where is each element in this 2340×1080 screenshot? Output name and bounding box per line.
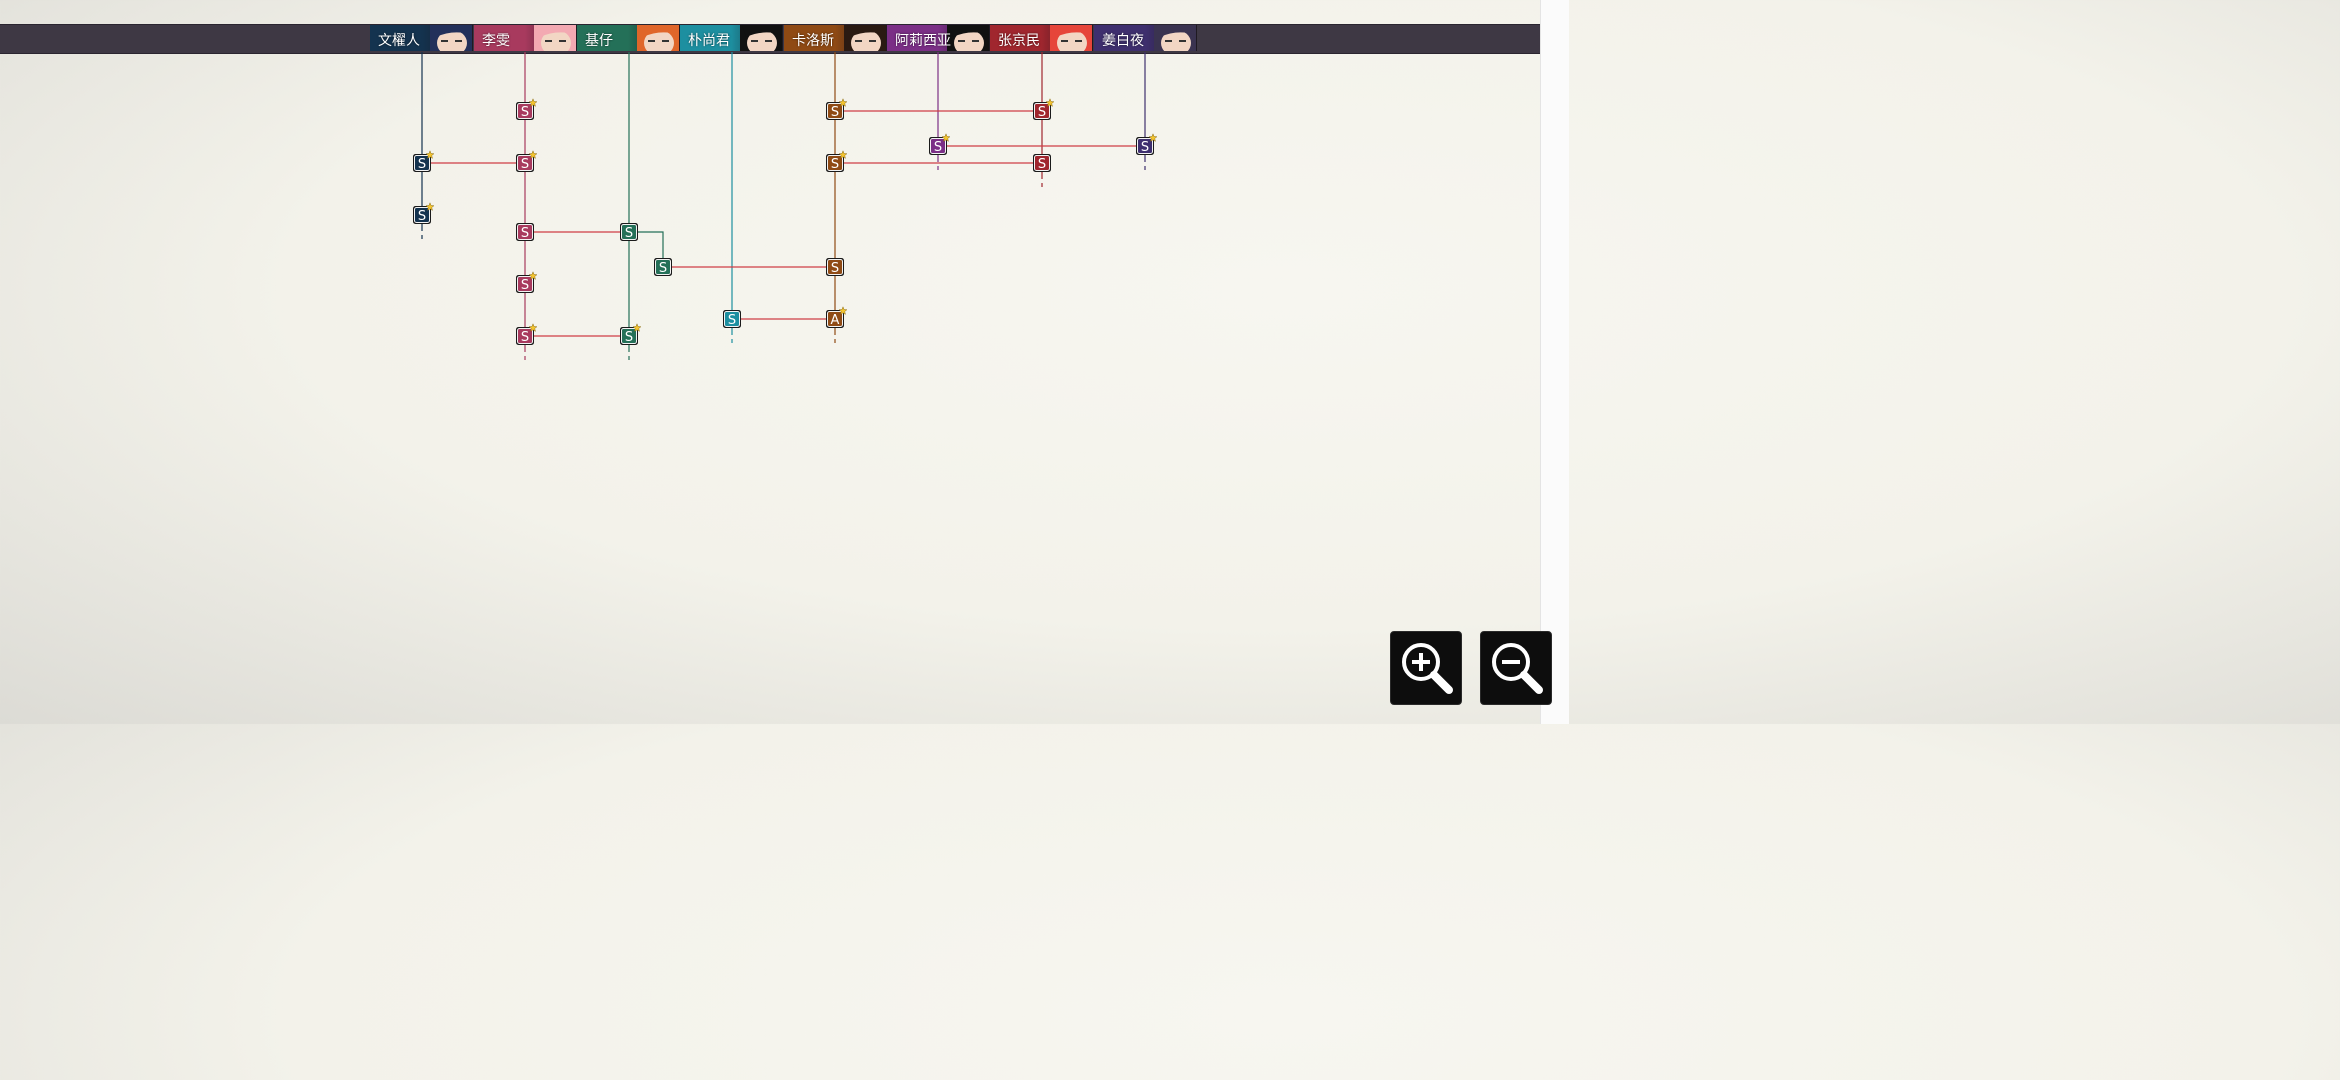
character-portrait <box>740 25 782 51</box>
star-icon <box>941 133 951 142</box>
support-node[interactable]: S <box>516 223 534 241</box>
support-node[interactable]: A <box>826 306 848 328</box>
star-icon <box>632 323 642 332</box>
character-portrait <box>1050 25 1092 51</box>
zoom-out-icon <box>1492 643 1543 694</box>
star-icon <box>425 202 435 211</box>
support-rank-label: S <box>521 157 529 172</box>
star-icon <box>838 98 848 107</box>
support-rank-label: A <box>831 313 840 328</box>
character-timelines <box>421 52 1146 362</box>
character-name: 阿莉西亚 <box>895 33 951 49</box>
support-rank-label: S <box>625 330 633 345</box>
character-portrait <box>430 25 472 51</box>
right-edge-panel <box>1540 0 1569 724</box>
zoom-in-icon <box>1402 643 1453 694</box>
character-name: 姜白夜 <box>1102 33 1144 49</box>
star-icon <box>425 150 435 159</box>
support-nodes: S S S S S S S S S S S S S S A S S S S <box>413 98 1158 345</box>
character-name: 文櫂人 <box>378 33 420 49</box>
character-tab[interactable]: 卡洛斯 <box>784 25 887 51</box>
support-rank-label: S <box>521 105 529 120</box>
support-bond-lines <box>422 110 1145 337</box>
support-rank-label: S <box>728 313 736 328</box>
support-node[interactable]: S <box>413 202 435 224</box>
character-portrait <box>947 25 989 51</box>
support-rank-label: S <box>1038 105 1046 120</box>
support-rank-label: S <box>521 278 529 293</box>
support-node[interactable]: S <box>929 133 951 155</box>
support-rank-label: S <box>1038 157 1046 172</box>
support-node[interactable]: S <box>1033 154 1051 172</box>
support-node[interactable]: S <box>413 150 435 172</box>
support-node[interactable]: S <box>620 323 642 345</box>
support-rank-label: S <box>659 261 667 276</box>
star-icon <box>1148 133 1158 142</box>
support-node[interactable]: S <box>516 150 538 172</box>
support-rank-label: S <box>418 209 426 224</box>
support-rank-label: S <box>831 261 839 276</box>
support-node[interactable]: S <box>826 150 848 172</box>
support-map: S S S S S S S S S S S S S S A S S S S <box>413 52 1158 362</box>
character-name: 李雯 <box>482 33 510 49</box>
star-icon <box>838 150 848 159</box>
star-icon <box>1045 98 1055 107</box>
character-portrait <box>637 25 679 51</box>
character-tab[interactable]: 李雯 <box>474 25 577 51</box>
support-rank-label: S <box>1141 140 1149 155</box>
support-node[interactable]: S <box>1136 133 1158 155</box>
star-icon <box>528 150 538 159</box>
character-tab[interactable]: 基仔 <box>577 25 680 51</box>
support-rank-label: S <box>934 140 942 155</box>
support-rank-label: S <box>521 226 529 241</box>
support-node[interactable]: S <box>516 98 538 120</box>
star-icon <box>838 306 848 315</box>
character-name: 卡洛斯 <box>792 33 834 49</box>
timeline-branch <box>629 231 664 267</box>
support-node[interactable]: S <box>516 323 538 345</box>
star-icon <box>528 98 538 107</box>
character-portrait <box>1154 25 1196 51</box>
character-portrait <box>534 25 576 51</box>
zoom-out-button[interactable] <box>1480 631 1552 705</box>
support-node[interactable]: S <box>620 223 638 241</box>
character-tab[interactable]: 阿莉西亚 <box>887 25 990 51</box>
character-portrait <box>844 25 886 51</box>
support-node[interactable]: S <box>826 98 848 120</box>
character-tab[interactable]: 张京民 <box>990 25 1093 51</box>
character-name: 基仔 <box>585 33 613 49</box>
zoom-in-button[interactable] <box>1390 631 1462 705</box>
star-icon <box>528 323 538 332</box>
support-node[interactable]: S <box>723 310 741 328</box>
support-node[interactable]: S <box>516 271 538 293</box>
character-tab[interactable]: 文櫂人 <box>370 25 473 51</box>
character-name: 张京民 <box>998 33 1040 49</box>
support-rank-label: S <box>521 330 529 345</box>
character-name: 朴尚君 <box>688 33 730 49</box>
character-tab[interactable]: 姜白夜 <box>1094 25 1197 51</box>
support-rank-label: S <box>831 157 839 172</box>
support-rank-label: S <box>831 105 839 120</box>
support-rank-label: S <box>418 157 426 172</box>
support-node[interactable]: S <box>654 258 672 276</box>
support-node[interactable]: S <box>1033 98 1055 120</box>
support-rank-label: S <box>625 226 633 241</box>
character-tab[interactable]: 朴尚君 <box>680 25 783 51</box>
star-icon <box>528 271 538 280</box>
support-node[interactable]: S <box>826 258 844 276</box>
